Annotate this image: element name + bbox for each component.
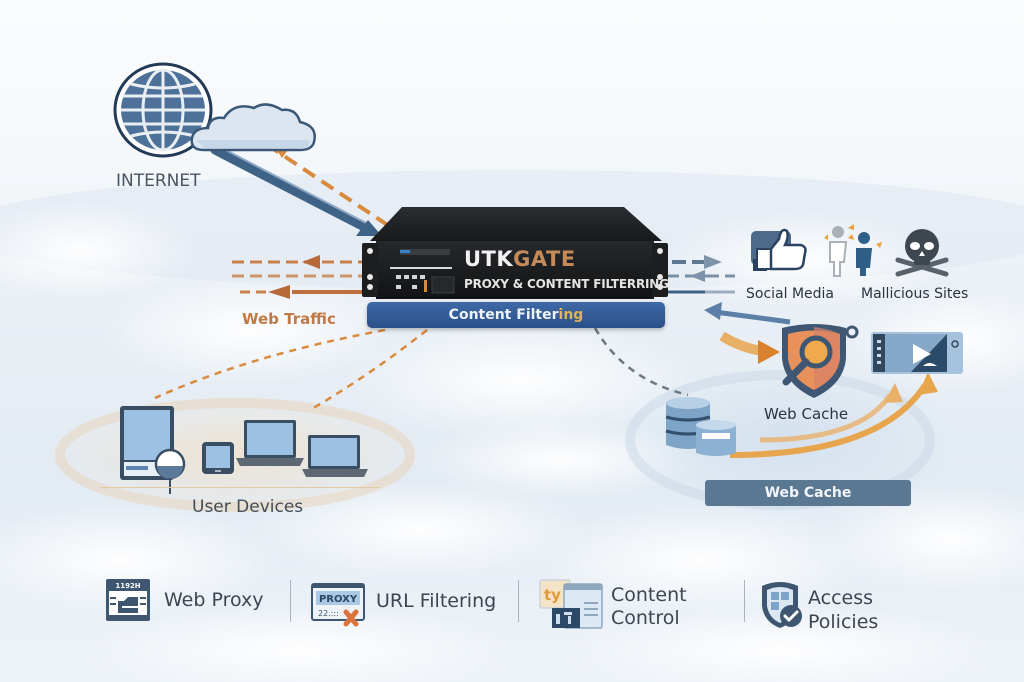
access-policies-line2: Policies xyxy=(808,611,879,633)
database-icon xyxy=(662,395,740,457)
feature-divider xyxy=(744,580,745,622)
internet-link-arrow xyxy=(210,145,382,236)
globe-icon xyxy=(113,62,223,158)
thumbs-up-icon xyxy=(749,225,809,273)
access-policies-line1: Access xyxy=(808,587,874,609)
web-proxy-icon: 1192H xyxy=(104,577,152,623)
web-cache-icon-label: Web Cache xyxy=(764,405,849,423)
brand-suffix: GATE xyxy=(513,247,576,271)
url-filtering-icon: PROXY 22.::: xyxy=(310,582,368,630)
content-control-line2: Control xyxy=(611,607,680,629)
web-proxy-icon-text: 1192H xyxy=(115,582,140,590)
content-control-icon-text: ty xyxy=(544,586,561,604)
malicious-sites-label: Mallicious Sites xyxy=(861,286,969,302)
internet-label: INTERNET xyxy=(116,171,201,191)
banner-main-text: Content Filter xyxy=(448,307,559,323)
web-cache-banner: Web Cache xyxy=(705,480,911,506)
feature-access-policies-label: Access Policies xyxy=(808,586,878,634)
content-control-icon: ty xyxy=(538,578,604,632)
tablet-icon xyxy=(201,441,235,475)
desktop-monitor-icon xyxy=(118,404,188,496)
appliance-subtitle: PROXY & CONTENT FILTERRING xyxy=(464,277,669,291)
devices-divider xyxy=(100,487,380,488)
web-cache-shield-icon xyxy=(774,318,860,400)
feature-web-proxy-label: Web Proxy xyxy=(164,589,264,611)
url-filtering-icon-subtext: 22.::: xyxy=(318,609,339,618)
laptop-icon-2 xyxy=(302,433,368,479)
brand-prefix: UTK xyxy=(464,247,514,271)
access-policies-icon xyxy=(758,578,806,630)
cache-db-link xyxy=(593,327,689,397)
url-filtering-icon-text: PROXY xyxy=(319,594,358,605)
feature-content-control-label: Content Control xyxy=(611,584,687,630)
user-devices-label: User Devices xyxy=(192,497,304,517)
cloud-icon xyxy=(190,100,320,156)
banner-accent-text: ing xyxy=(558,307,584,323)
content-control-line1: Content xyxy=(611,584,687,606)
laptop-icon xyxy=(236,418,304,468)
skull-crossbones-icon xyxy=(892,226,952,278)
device-links xyxy=(154,328,428,412)
appliance-brand: UTKGATE xyxy=(464,247,576,271)
web-traffic-arrows xyxy=(232,255,370,299)
feature-divider xyxy=(290,580,291,622)
content-filtering-banner: Content Filtering xyxy=(367,302,665,328)
feature-divider xyxy=(518,580,519,622)
utkgate-appliance[interactable]: UTKGATE PROXY & CONTENT FILTERRING xyxy=(362,205,669,305)
video-player-icon xyxy=(871,332,963,374)
people-icon xyxy=(818,222,888,278)
cache-return-arrow xyxy=(704,302,791,364)
feature-url-filtering-label: URL Filtering xyxy=(376,590,497,612)
social-media-label: Social Media xyxy=(746,286,835,302)
web-traffic-label: Web Traffic xyxy=(242,310,336,328)
cache-delivery-arrows xyxy=(729,372,938,458)
